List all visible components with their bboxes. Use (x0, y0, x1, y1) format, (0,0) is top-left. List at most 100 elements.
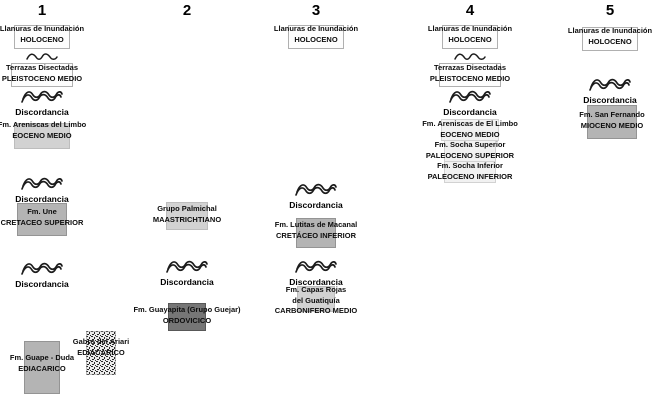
unit-box (297, 286, 335, 312)
unit-name: Llanuras de Inundación (567, 26, 653, 35)
unit-fm-capas-rojas-col3: Fm. Capas Rojas del Guatiquía CARBONIFER… (261, 285, 371, 317)
unit-name: Fm. Areniscas del Limbo (0, 120, 87, 129)
unit-age: HOLOCENO (294, 34, 338, 44)
unconformity-wave-icon (449, 90, 491, 103)
unit-age: CARBONIFERO MEDIO (274, 306, 358, 315)
unit-fm-socha-inferior-col4: Fm. Socha Inferior PALEOCENO INFERIOR (415, 161, 525, 183)
discordancia-label: Discordancia (289, 200, 343, 210)
unit-box (24, 341, 60, 394)
unit-llanuras-inundacion-col1: Llanuras de Inundación HOLOCENO (0, 24, 97, 49)
unit-name: Llanuras de Inundación (427, 24, 513, 33)
discordancia-label: Discordancia (443, 107, 497, 117)
unit-grupo-palmichal-col2: Grupo Palmichal MAASTRICHTIANO (132, 202, 242, 230)
unit-age: EDIACARICO (18, 363, 66, 373)
unit-name: Llanuras de Inundación (0, 24, 85, 33)
unit-age: PLEISTOCENO MEDIO (1, 73, 83, 83)
unit-name: Grupo Palmichal (157, 204, 217, 213)
discordancia-label: Discordancia (15, 107, 69, 117)
unit-name: Fm. Guayapita (Grupo Guejar) (133, 305, 241, 314)
discordancia-label: Discordancia (160, 277, 214, 287)
unit-box (439, 63, 501, 87)
unit-age: MIOCENO MEDIO (580, 120, 644, 130)
unit-age: PALEOCENO SUPERIOR (425, 150, 515, 160)
unit-fm-guape-duda-col1: Fm. Guape - Duda EDIACARICO (0, 341, 97, 394)
unit-terrazas-disectadas-col1: Terrazas Disectadas PLEISTOCENO MEDIO (0, 63, 97, 87)
unit-name-line2: del Guatiquía (292, 295, 340, 305)
unit-llanuras-inundacion-col5: Llanuras de Inundación HOLOCENO (555, 26, 655, 51)
discordancia-col1-b: Discordancia (0, 173, 97, 204)
unit-name: Fm. Socha Superior (434, 140, 506, 149)
unit-age: EOCENO MEDIO (12, 130, 72, 140)
unit-age: HOLOCENO (20, 34, 64, 44)
column-1-header: 1 (37, 2, 47, 19)
unit-name: Llanuras de Inundación (273, 24, 359, 33)
unit-areniscas-el-limbo-col4: Fm. Areniscas de El Limbo EOCENO MEDIO (415, 119, 525, 141)
unconformity-wave-icon (21, 177, 63, 190)
discordancia-col1-a: Discordancia (0, 86, 97, 117)
wave-icon (26, 53, 58, 60)
unit-fm-socha-superior-col4: Fm. Socha Superior PALEOCENO SUPERIOR (415, 140, 525, 162)
unit-box (296, 218, 336, 248)
unit-box (288, 25, 344, 49)
discordancia-label: Discordancia (289, 277, 343, 287)
unit-name: Fm. San Fernando (579, 110, 645, 119)
column-4-header: 4 (465, 2, 475, 19)
unit-age: EOCENO MEDIO (440, 129, 500, 139)
unit-age: CRETACEO SUPERIOR (0, 217, 84, 227)
unit-age: PALEOCENO INFERIOR (427, 171, 513, 181)
unconformity-wave-icon (589, 78, 631, 91)
unit-name: Fm. Socha Inferior (437, 161, 503, 170)
wave-icon (454, 53, 486, 60)
unit-name: Gabro del Ariari (72, 337, 130, 346)
unit-age: MAASTRICHTIANO (152, 214, 222, 224)
unconformity-wave-icon (295, 260, 337, 273)
discordancia-label: Discordancia (583, 95, 637, 105)
unit-box (166, 202, 208, 230)
unconformity-wave-icon (295, 183, 337, 196)
discordancia-col2: Discordancia (132, 256, 242, 287)
discordancia-label: Discordancia (15, 279, 69, 289)
unit-name: Fm. Capas Rojas (285, 285, 347, 294)
unit-name: Fm. Lutitas de Macanal (274, 220, 358, 229)
unit-fm-une-col1: Fm. Une CRETACEO SUPERIOR (0, 203, 97, 236)
discordancia-col3-a: Discordancia (261, 179, 371, 210)
unit-box (582, 27, 638, 51)
unit-fm-lutitas-macanal-col3: Fm. Lutitas de Macanal CRETÁCEO INFERIOR (261, 218, 371, 248)
discordancia-col4: Discordancia (415, 86, 525, 117)
discordancia-col3-b: Discordancia (261, 256, 371, 287)
unit-fm-san-fernando-col5: Fm. San Fernando MIOCENO MEDIO (557, 105, 655, 139)
unit-box (168, 303, 206, 331)
unit-box (11, 63, 73, 87)
discordancia-label: Discordancia (15, 194, 69, 204)
unit-box (14, 25, 70, 49)
discordancia-col1-c: Discordancia (0, 258, 97, 289)
unconformity-wave-icon (166, 260, 208, 273)
unit-name: Fm. Areniscas de El Limbo (422, 119, 518, 128)
column-2-header: 2 (182, 2, 192, 19)
discordancia-col5: Discordancia (555, 74, 655, 105)
unit-areniscas-del-limbo-col1: Fm. Areniscas del Limbo EOCENO MEDIO (0, 120, 97, 149)
unit-name: Fm. Guape - Duda (9, 353, 75, 362)
unit-age: EDIACARICO (77, 347, 125, 357)
unit-name: Terrazas Disectadas (434, 63, 506, 72)
unit-terrazas-disectadas-col4: Terrazas Disectadas PLEISTOCENO MEDIO (415, 63, 525, 87)
unit-box (587, 105, 637, 139)
unit-box (14, 123, 70, 149)
unit-box (442, 25, 498, 49)
column-5-header: 5 (605, 2, 615, 19)
unit-age: HOLOCENO (448, 34, 492, 44)
unit-age: ORDOVICICO (162, 315, 212, 325)
unit-age: PLEISTOCENO MEDIO (429, 73, 511, 83)
unit-age: CRETÁCEO INFERIOR (275, 230, 356, 240)
column-3-header: 3 (311, 2, 321, 19)
unit-llanuras-inundacion-col3: Llanuras de Inundación HOLOCENO (261, 24, 371, 49)
unit-name: Fm. Une (27, 207, 57, 216)
stipple-pattern-icon (86, 331, 116, 375)
unit-box (444, 161, 496, 183)
unit-age: HOLOCENO (588, 36, 632, 46)
unit-llanuras-inundacion-col4: Llanuras de Inundación HOLOCENO (415, 24, 525, 49)
unit-gabro-del-ariari-col1: Gabro del Ariari EDIACARICO (51, 331, 151, 375)
unit-name: Terrazas Disectadas (6, 63, 78, 72)
unconformity-wave-icon (21, 262, 63, 275)
